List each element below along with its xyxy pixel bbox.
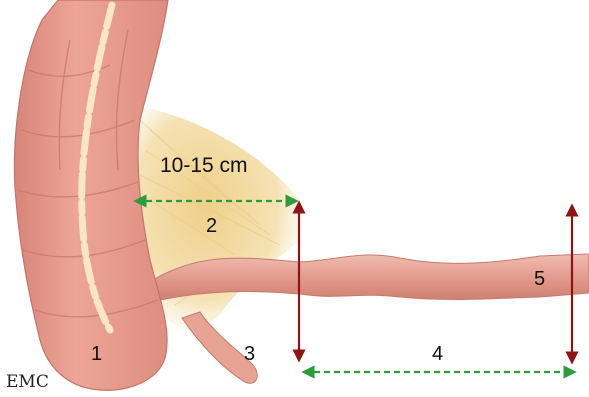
label-1: 1 (91, 343, 102, 365)
publisher-logo: EMC (6, 372, 49, 392)
label-2: 2 (206, 215, 217, 237)
label-3: 3 (244, 343, 255, 365)
measurement-label: 10-15 cm (160, 154, 248, 177)
label-5: 5 (534, 268, 545, 290)
label-4: 4 (432, 343, 443, 365)
